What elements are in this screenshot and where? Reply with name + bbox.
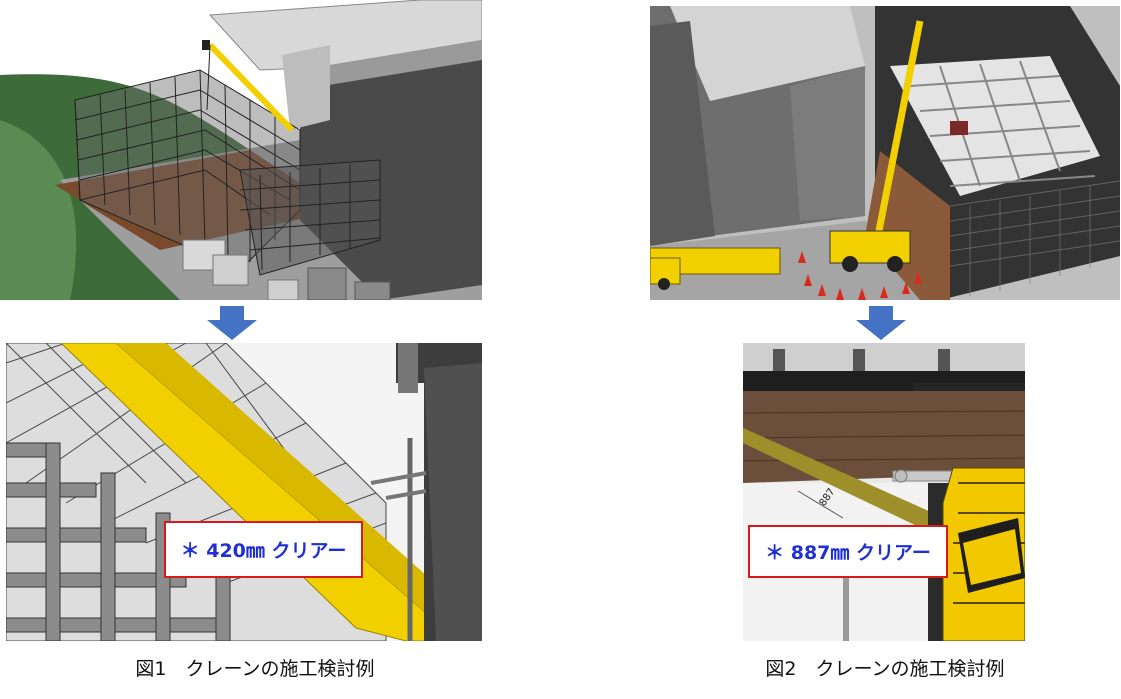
down-arrow-icon	[207, 306, 257, 340]
figure2-overview-image	[650, 6, 1120, 300]
clearance-callout-887: ＊ 887㎜ クリアー	[748, 525, 948, 578]
figure2-detail-image	[743, 343, 1025, 641]
clearance-callout-420: ＊ 420㎜ クリアー	[164, 521, 363, 578]
figure1-overview-image	[0, 0, 482, 300]
figure2-caption: 図2 クレーンの施工検討例	[765, 658, 1005, 680]
figure1-detail-image	[6, 343, 482, 641]
down-arrow-icon	[856, 306, 906, 340]
figure1-caption: 図1 クレーンの施工検討例	[135, 658, 375, 680]
